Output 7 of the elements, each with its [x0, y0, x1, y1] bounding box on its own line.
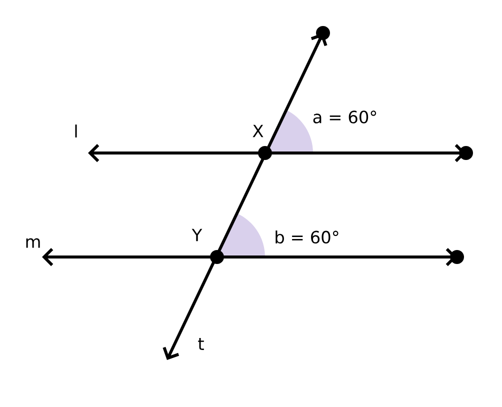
angle-label: a = 60° [313, 110, 376, 124]
line-label: l [75, 124, 77, 138]
point-label: Y [192, 228, 202, 242]
point-label: X [252, 124, 264, 138]
line-label: m [26, 238, 40, 248]
angle-label: b = 60° [276, 230, 338, 244]
line-label: t [198, 338, 204, 350]
